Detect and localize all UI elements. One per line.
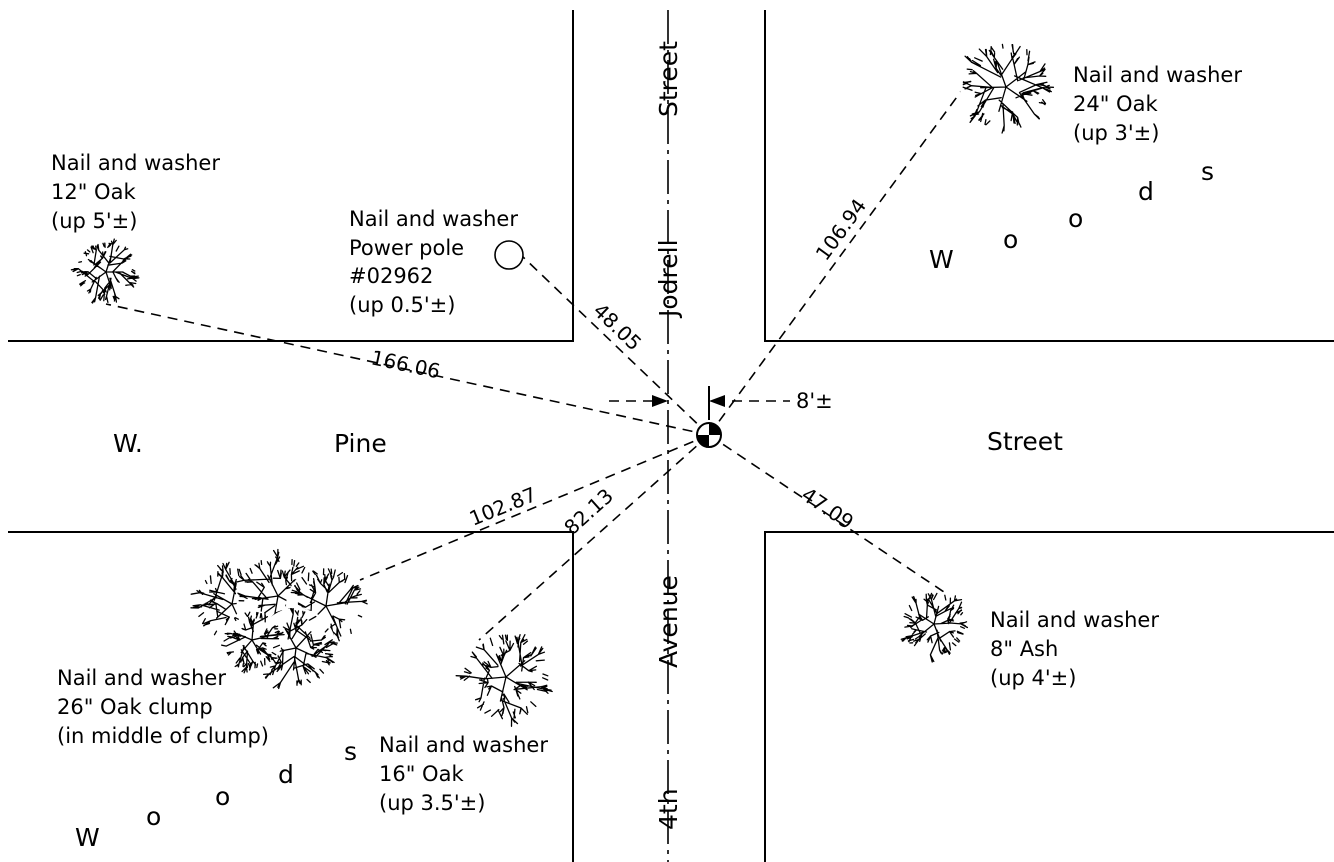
note-line: (up 3'±) xyxy=(1073,121,1159,145)
woods-letter: s xyxy=(1201,157,1214,186)
woods-letter: s xyxy=(344,737,357,766)
note-line: Nail and washer xyxy=(51,151,220,175)
distance-clump: 102.87 xyxy=(466,482,540,530)
woods-label-south: W o o d s xyxy=(75,737,357,852)
survey-point-icon xyxy=(696,422,722,448)
note-line: (up 3.5'±) xyxy=(379,791,485,815)
note-line: Power pole xyxy=(349,236,464,260)
note-line: Nail and washer xyxy=(990,608,1159,632)
note-line: Nail and washer xyxy=(379,733,548,757)
row-line-sw xyxy=(8,531,574,862)
street-label-pine: Pine xyxy=(334,429,387,458)
power-pole-icon xyxy=(494,240,524,270)
offset-label: 8'± xyxy=(796,389,833,413)
note-ash: Nail and washer 8" Ash (up 4'±) xyxy=(990,608,1159,690)
tie-line-pole xyxy=(520,254,710,436)
tie-line-oak24 xyxy=(708,74,974,436)
woods-letter: o xyxy=(146,802,161,831)
note-line: 8" Ash xyxy=(990,637,1058,661)
row-line-nw xyxy=(8,10,574,342)
woods-label-north: W o o d s xyxy=(929,157,1214,274)
distance-oak16: 82.13 xyxy=(559,484,618,540)
woods-letter: d xyxy=(278,760,294,789)
tie-line-oak16 xyxy=(478,434,710,641)
woods-letter: d xyxy=(1138,177,1154,206)
note-line: (up 0.5'±) xyxy=(349,293,455,317)
tie-line-ash xyxy=(708,434,945,593)
tie-line-clump xyxy=(359,434,710,581)
tie-line-oak12 xyxy=(105,303,710,436)
note-line: 12" Oak xyxy=(51,180,136,204)
note-line: 26" Oak clump xyxy=(57,695,213,719)
street-label-w: W. xyxy=(113,429,143,458)
street-label-street-east: Street xyxy=(987,427,1063,456)
woods-letter: W xyxy=(929,245,954,274)
distance-oak12: 166.06 xyxy=(369,345,442,383)
street-label-avenue: Avenue xyxy=(654,575,683,668)
tree-icon-oak24 xyxy=(960,41,1055,134)
street-label-street-north: Street xyxy=(654,41,683,117)
woods-letter: W xyxy=(75,823,100,852)
note-line: #02962 xyxy=(349,264,433,288)
note-line: Nail and washer xyxy=(1073,63,1242,87)
note-oak16: Nail and washer 16" Oak (up 3.5'±) xyxy=(379,733,548,815)
note-oak12: Nail and washer 12" Oak (up 5'±) xyxy=(51,151,220,233)
note-pole: Nail and washer Power pole #02962 (up 0.… xyxy=(349,207,518,317)
offset-left-arrowhead xyxy=(652,395,668,407)
offset-dimension: 8'± xyxy=(609,386,833,420)
note-line: (up 4'±) xyxy=(990,666,1076,690)
street-label-4th: 4th xyxy=(654,788,683,830)
woods-letter: o xyxy=(1003,225,1018,254)
tree-icon-clump xyxy=(220,610,285,674)
woods-letter: o xyxy=(1068,204,1083,233)
offset-right-arrowhead xyxy=(709,395,725,407)
street-label-jodrell: Jodrell xyxy=(654,239,683,319)
note-line: (up 5'±) xyxy=(51,209,137,233)
trees xyxy=(70,41,1055,727)
tree-icon-ash xyxy=(900,591,969,663)
note-oak24: Nail and washer 24" Oak (up 3'±) xyxy=(1073,63,1242,145)
note-line: (in middle of clump) xyxy=(57,724,269,748)
note-line: Nail and washer xyxy=(57,666,226,690)
note-line: Nail and washer xyxy=(349,207,518,231)
note-clump: Nail and washer 26" Oak clump (in middle… xyxy=(57,666,269,748)
right-of-way-lines xyxy=(8,10,1334,862)
note-line: 24" Oak xyxy=(1073,92,1158,116)
street-labels: W. Pine Street Street Jodrell Avenue 4th xyxy=(113,41,1063,830)
tree-icon-oak16 xyxy=(455,632,553,727)
note-line: 16" Oak xyxy=(379,762,464,786)
row-line-ne xyxy=(764,10,1334,342)
tree-icon-oak12 xyxy=(70,238,140,304)
distance-ash: 47.09 xyxy=(797,482,858,534)
woods-letter: o xyxy=(215,782,230,811)
row-line-se xyxy=(764,531,1334,862)
reference-ties xyxy=(105,74,974,641)
